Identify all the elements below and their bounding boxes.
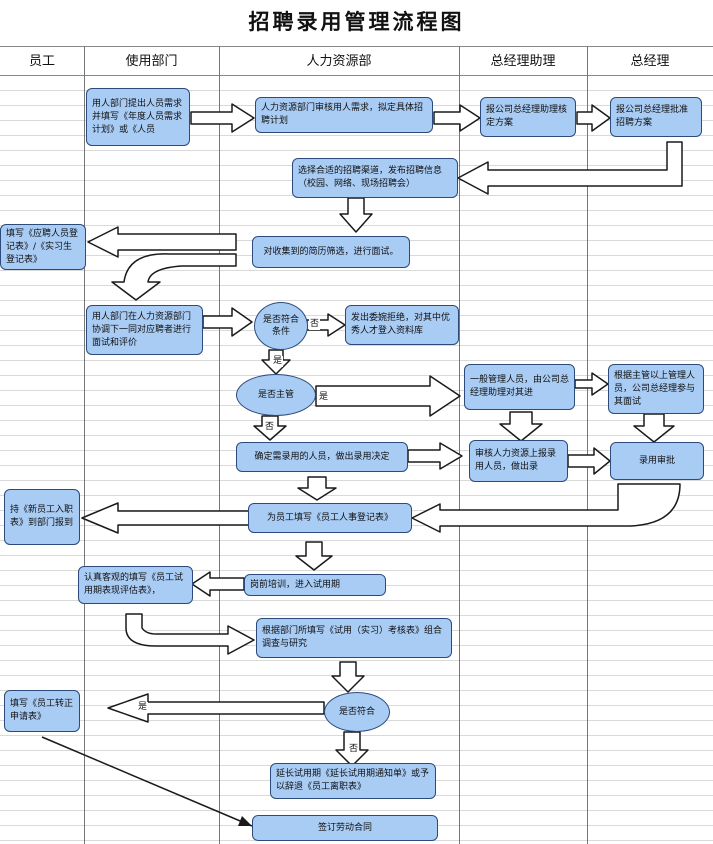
lane-divider xyxy=(459,46,460,844)
arrow-right xyxy=(190,103,255,133)
label-no: 否 xyxy=(348,744,360,755)
label-yes: 是 xyxy=(272,356,284,367)
arrow-bent xyxy=(111,253,237,301)
arrow-down xyxy=(633,413,675,443)
manager-decision: 是否主管 xyxy=(236,374,316,416)
dept-evaluation-box: 认真客观的填写《员工试用期表现评估表》， xyxy=(78,566,193,604)
screening-box: 对收集到的简历筛选，进行面试。 xyxy=(252,236,410,268)
gm-hire-approval-box: 录用审批 xyxy=(610,442,704,480)
lane-divider xyxy=(84,46,85,844)
label-no: 否 xyxy=(309,319,321,330)
arrow-right xyxy=(567,447,611,475)
arrow-down xyxy=(297,476,337,501)
assistant-interview-box: 一般管理人员，由公司总经理助理对其进 xyxy=(464,364,575,410)
arrow-down xyxy=(331,661,365,693)
arrow-right xyxy=(574,372,609,396)
qualified-decision: 是否符合条件 xyxy=(254,302,308,350)
connector-arrowhead xyxy=(238,816,252,826)
arrow-down xyxy=(499,411,543,442)
label-yes: 是 xyxy=(137,702,149,713)
lane-header-hr: 人力资源部 xyxy=(219,46,459,76)
arrow-right xyxy=(306,313,346,337)
arrow-bent xyxy=(125,613,255,655)
connector-line xyxy=(41,736,253,827)
reject-box: 发出委婉拒绝，对其中优秀人才登入资料库 xyxy=(345,305,459,345)
hr-register-box: 为员工填写《员工人事登记表》 xyxy=(248,503,412,533)
new-employee-report-box: 持《新员工入职表》到部门报到 xyxy=(4,489,80,545)
hiring-decision-box: 确定需录用的人员，做出录用决定 xyxy=(236,442,408,472)
dept-request-box: 用人部门提出人员需求并填写《年度人员需求计划》或《人员 xyxy=(86,88,190,146)
arrow-right xyxy=(433,104,481,132)
hr-study-box: 根据部门所填写《试用（实习）考核表》组合调查与研究 xyxy=(256,618,452,658)
dept-interview-box: 用人部门在人力资源部门协调下一同对应聘者进行面试和评价 xyxy=(86,305,203,355)
arrow-left xyxy=(87,226,237,258)
arrow-right xyxy=(576,104,611,132)
regular-application-box: 填写《员工转正申请表》 xyxy=(4,690,80,732)
contract-box: 签订劳动合同 xyxy=(252,815,438,841)
lane-header-dept: 使用部门 xyxy=(84,46,219,76)
label-no: 否 xyxy=(264,422,276,433)
training-box: 岗前培训，进入试用期 xyxy=(244,574,386,596)
arrow-right xyxy=(407,442,463,470)
arrow-bent xyxy=(457,141,683,195)
gm-interview-box: 根据主管以上管理人员，公司总经理参与其面试 xyxy=(608,364,704,414)
channels-box: 选择合适的招聘渠道，发布招聘信息（校园、网络、现场招聘会） xyxy=(292,158,458,198)
lane-divider xyxy=(219,46,220,844)
lane-header-gm: 总经理 xyxy=(587,46,713,76)
hr-review-box: 人力资源部门审核用人需求，拟定具体招聘计划 xyxy=(255,97,433,133)
arrow-left xyxy=(81,502,251,534)
arrow-down xyxy=(339,197,373,233)
gm-approve-box: 报公司总经理批准招聘方案 xyxy=(610,97,702,137)
page-title: 招聘录用管理流程图 xyxy=(248,9,465,34)
lane-divider xyxy=(587,46,588,844)
fit-decision: 是否符合 xyxy=(324,692,390,732)
arrow-left xyxy=(191,571,245,597)
extend-probation-box: 延长试用期《延长试用期通知单》或予以辞退《员工离职表》 xyxy=(270,763,436,799)
arrow-down xyxy=(295,541,333,571)
arrow-right xyxy=(202,307,253,337)
label-yes: 是 xyxy=(318,392,330,403)
arrow-bent xyxy=(411,483,681,533)
arrow-right xyxy=(315,375,461,417)
lane-header-employee: 员工 xyxy=(0,46,84,76)
assistant-review-box: 报公司总经理助理核定方案 xyxy=(480,97,576,137)
arrow-left xyxy=(107,693,325,723)
applicant-form-box: 填写《应聘人员登记表》/《实习生登记表》 xyxy=(0,224,86,270)
lane-header-assistant: 总经理助理 xyxy=(459,46,587,76)
assistant-report-box: 审核人力资源上报录用人员，做出录 xyxy=(469,440,568,482)
